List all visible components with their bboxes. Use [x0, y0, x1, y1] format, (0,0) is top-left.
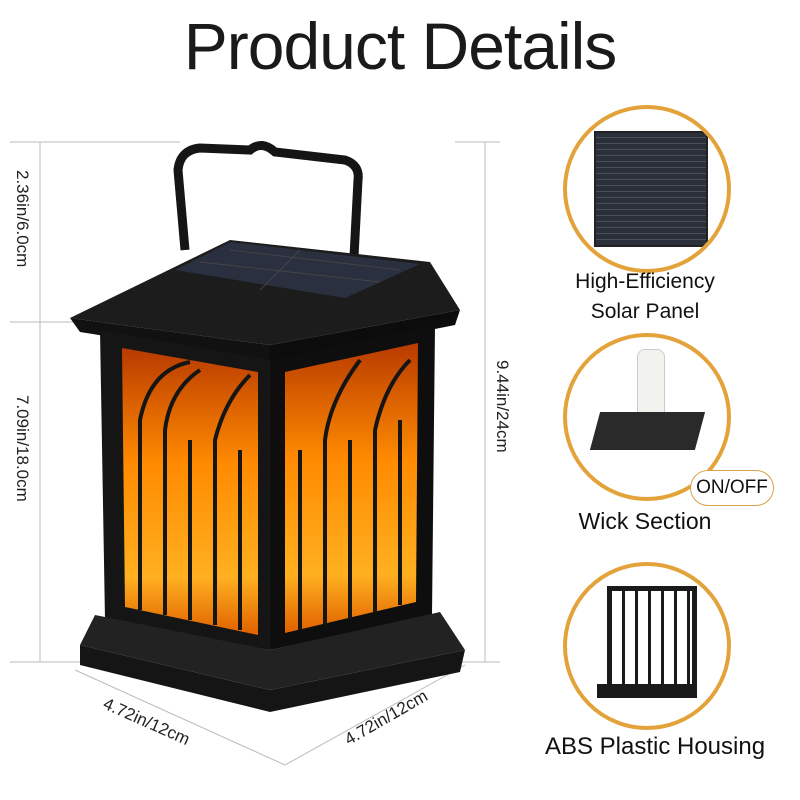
- dimension-body-height: 7.09in/18.0cm: [13, 395, 32, 502]
- feature-housing-label: ABS Plastic Housing: [544, 733, 766, 760]
- dimension-lines: [10, 141, 500, 766]
- feature-wick-label: Wick Section: [578, 508, 712, 534]
- housing-image: [563, 562, 731, 730]
- feature-label-line: High-Efficiency: [575, 270, 715, 293]
- solar-panel-image: [563, 105, 731, 273]
- page-title: Product Details: [183, 9, 618, 83]
- on-off-callout: ON/OFF: [690, 470, 774, 506]
- feature-solar-panel-label: High-Efficiency Solar Panel: [560, 270, 730, 324]
- dimension-total-height: 9.44in/24cm: [493, 360, 512, 453]
- dimension-top-height: 2.36in/6.0cm: [13, 170, 32, 268]
- feature-label-line: Solar Panel: [590, 300, 700, 323]
